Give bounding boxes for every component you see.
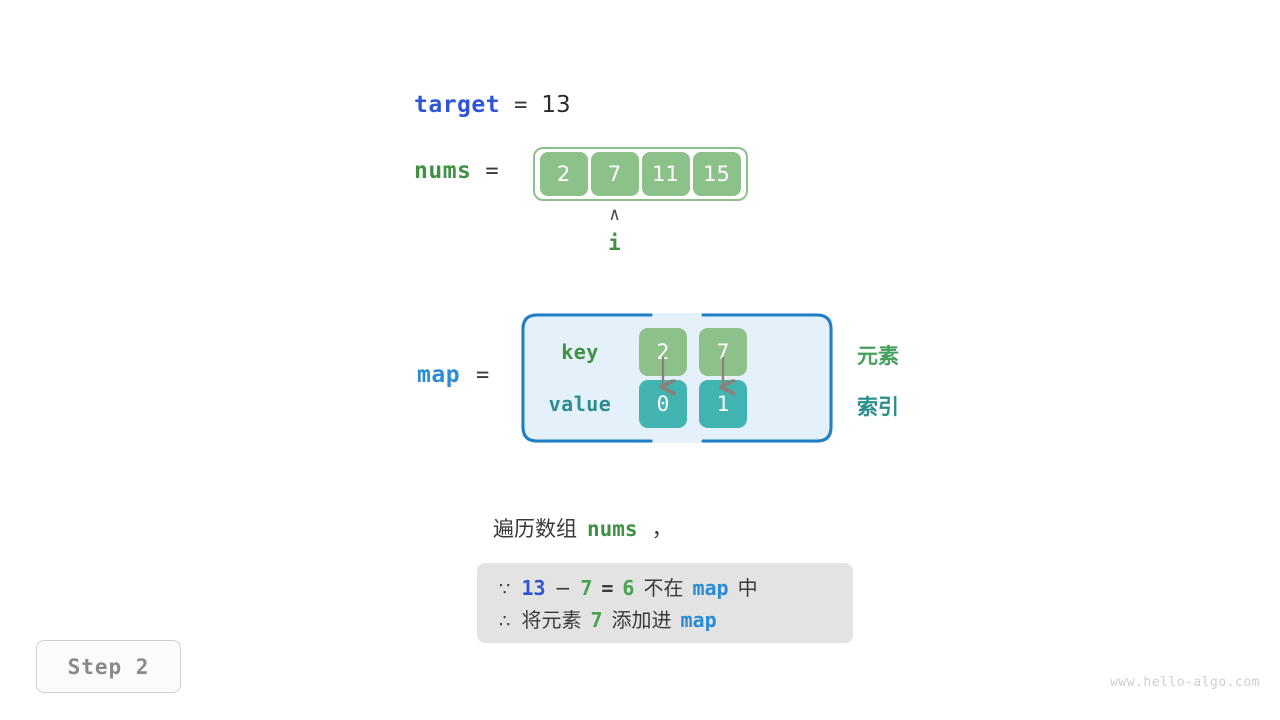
therefore-symbol: ∴: [499, 611, 511, 632]
nums-equals-sign: =: [485, 158, 499, 184]
legend-element-label: 元素: [857, 344, 899, 368]
array-cell: 11: [641, 152, 690, 196]
map-value-label: value: [548, 392, 612, 416]
note1-token-map: map: [692, 576, 729, 600]
note2-token-map: map: [680, 608, 717, 632]
caption-line: 遍历数组 nums ，: [493, 513, 673, 543]
array-cell: 7: [590, 152, 639, 196]
caret-up-icon: ∧: [609, 204, 620, 225]
map-variable-name: map: [417, 362, 461, 388]
index-pointer-group: ∧ i: [600, 206, 630, 258]
note1-token-target: 13: [521, 576, 546, 600]
nums-variable-name: nums: [414, 158, 472, 184]
target-value: 13: [541, 92, 571, 118]
note1-token-minus: −: [554, 576, 572, 600]
note1-token-result: 6: [622, 576, 635, 600]
note1-token-zhong: 中: [737, 576, 758, 600]
pointer-label-i: i: [608, 231, 621, 255]
because-symbol: ∵: [499, 579, 511, 600]
watermark: www.hello-algo.com: [1110, 675, 1260, 690]
nums-row: nums =: [414, 158, 499, 184]
note2-token-num: 7: [590, 608, 603, 632]
map-value-cells: 0 1: [639, 380, 747, 428]
caption-suffix: ，: [651, 517, 673, 541]
caption-prefix: 遍历数组: [493, 517, 577, 541]
target-row: target = 13: [414, 92, 571, 118]
map-grid: key 2 7 value 0 1: [521, 313, 833, 443]
map-key-cell: 2: [639, 328, 687, 376]
array-cell: 15: [692, 152, 741, 196]
note2-token-add: 将元素: [521, 608, 582, 632]
target-equals-sign: =: [514, 93, 528, 118]
map-equals-sign: =: [476, 362, 490, 388]
step-badge: Step 2: [36, 640, 181, 693]
note2-token-into: 添加进: [611, 608, 672, 632]
map-key-label: key: [561, 340, 599, 364]
note1-token-equals: =: [601, 576, 614, 600]
note1-token-num: 7: [580, 576, 593, 600]
nums-array-container: 2 7 11 15: [533, 147, 748, 201]
caption-variable: nums: [587, 517, 638, 541]
explanation-line-2: ∴ 将元素 7 添加进 map: [499, 604, 831, 636]
map-key-cell: 7: [699, 328, 747, 376]
note1-token-notin: 不在: [643, 576, 684, 600]
map-panel: key 2 7 value 0 1: [521, 313, 833, 443]
explanation-box: ∵ 13 − 7 = 6 不在 map 中 ∴ 将元素 7 添加进 map: [477, 563, 853, 643]
target-variable-name: target: [414, 92, 501, 118]
explanation-line-1: ∵ 13 − 7 = 6 不在 map 中: [499, 572, 831, 604]
map-key-row: key 2 7: [521, 326, 833, 378]
map-value-cell: 1: [699, 380, 747, 428]
map-key-cells: 2 7: [639, 328, 747, 376]
map-value-cell: 0: [639, 380, 687, 428]
map-value-row: value 0 1: [521, 378, 833, 430]
legend-index-label: 索引: [857, 395, 899, 419]
map-row: map =: [417, 362, 489, 388]
array-cell: 2: [539, 152, 588, 196]
